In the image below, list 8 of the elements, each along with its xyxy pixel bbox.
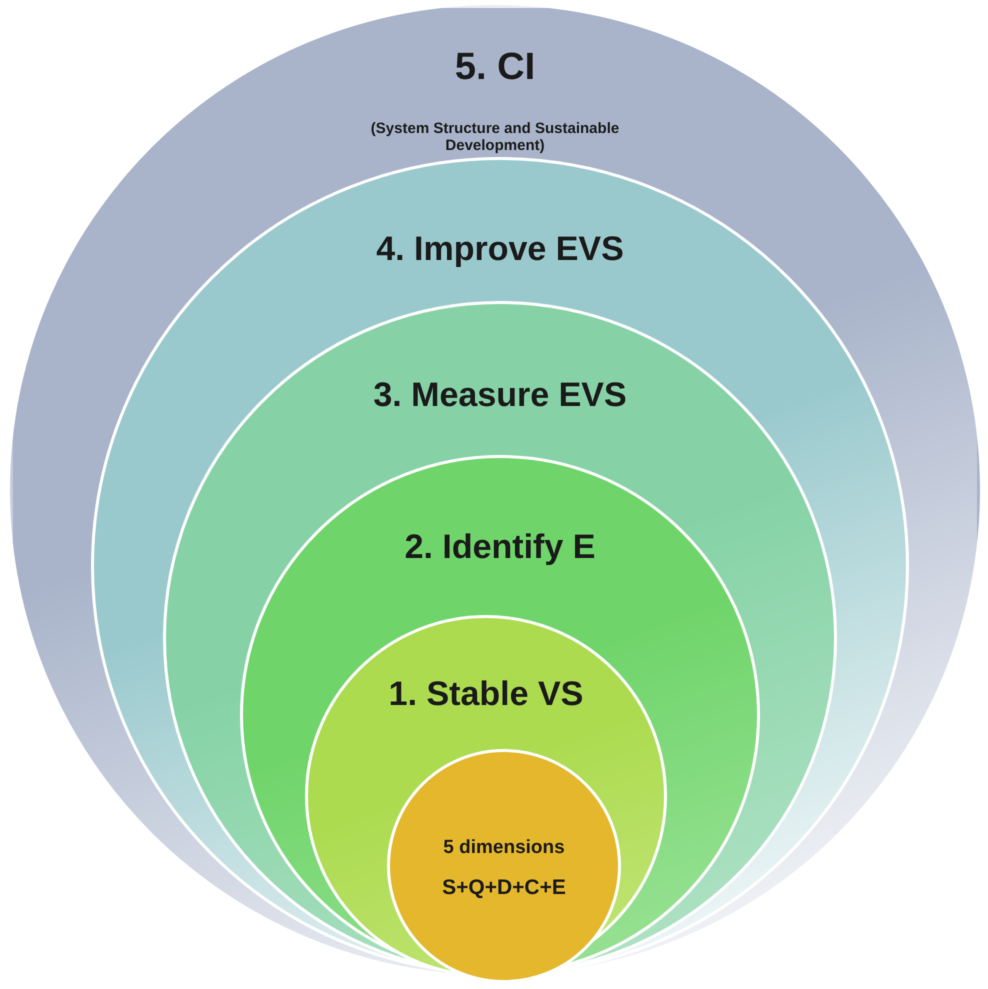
- layer-title: 2. Identify E: [404, 528, 596, 567]
- layer-title: 5. CI: [454, 46, 536, 89]
- layer-subtitle: (System Structure and Sustainable Development): [370, 120, 620, 154]
- layer-title: 5 dimensions: [442, 837, 566, 859]
- layer-title: 4. Improve EVS: [375, 230, 625, 269]
- layer-subtitle: S+Q+D+C+E: [441, 876, 567, 900]
- layer-title: 3. Measure EVS: [372, 376, 628, 415]
- layer-title: 1. Stable VS: [388, 675, 584, 714]
